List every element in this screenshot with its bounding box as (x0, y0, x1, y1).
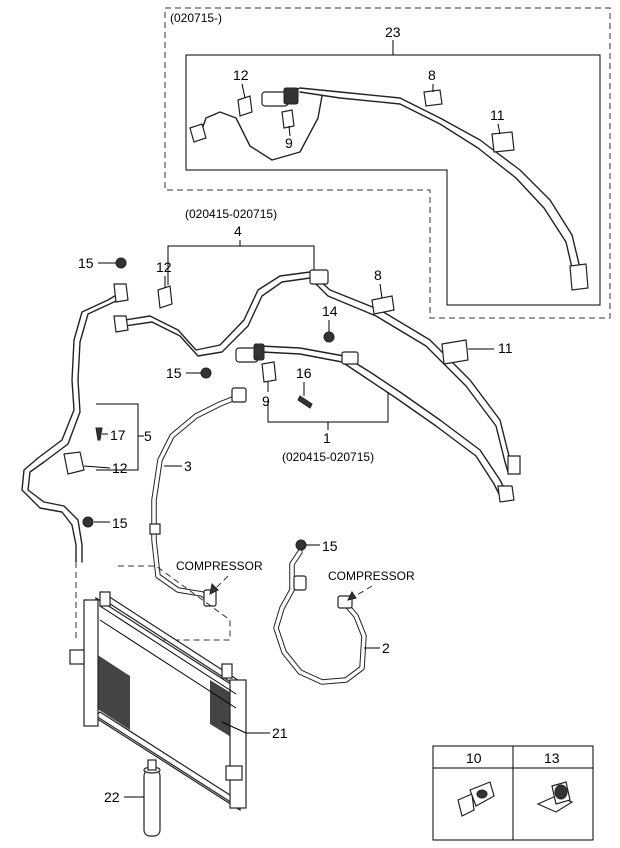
condenser-boundary-dash (118, 565, 231, 641)
variant-boundary-box (164, 7, 611, 319)
pipe-assembly-4 (21, 269, 521, 563)
leader-8-mid (379, 283, 383, 299)
callout-11-mid: 11 (498, 340, 513, 356)
leader-12-top (241, 83, 246, 99)
leader-21-b (221, 721, 247, 734)
callout-22: 22 (104, 789, 120, 805)
callout-23: 23 (385, 24, 401, 40)
hose-3 (149, 387, 247, 607)
compressor-label-right: COMPRESSOR (328, 569, 415, 583)
compressor-arrowhead-left (209, 582, 219, 595)
callout-11-top: 11 (490, 107, 505, 123)
callout-2: 2 (382, 640, 390, 656)
callout-8-mid: 8 (374, 267, 382, 283)
variant-label-group-4: (020415-020715) (185, 207, 277, 221)
clip-8-mid (371, 295, 395, 315)
condenser (69, 591, 247, 812)
callout-17: 17 (110, 427, 126, 443)
compressor-label-left: COMPRESSOR (176, 559, 263, 573)
callout-12-top: 12 (233, 67, 249, 83)
bracket-9-mid (261, 361, 277, 383)
nut-15-d (295, 539, 307, 551)
variant-label-top: (020715-) (170, 11, 222, 25)
callout-15-d: 15 (322, 538, 338, 554)
clip-10-part (457, 781, 495, 817)
callout-21: 21 (272, 725, 288, 741)
callout-16: 16 (296, 365, 312, 381)
callout-15-a: 15 (78, 255, 94, 271)
leader-12-low (83, 465, 111, 469)
compressor-arrowhead-right (347, 591, 357, 601)
hose-2 (273, 549, 367, 685)
callout-14: 14 (322, 303, 338, 319)
clip-11-mid (441, 339, 469, 365)
legend-header-10: 10 (466, 750, 482, 766)
pipe-assembly-23 (189, 87, 589, 291)
compressor-arrow-right (351, 585, 373, 599)
bracket-1 (267, 392, 389, 423)
bolt-16 (297, 395, 313, 409)
callout-12-mid: 12 (156, 259, 172, 275)
receiver-drier-22 (143, 759, 161, 837)
nut-15-a (115, 257, 127, 269)
variant-label-group-1: (020415-020715) (282, 450, 374, 464)
nut-14 (323, 331, 335, 343)
callout-5: 5 (144, 428, 152, 444)
clip-12-low (63, 451, 85, 475)
bracket-4 (167, 245, 315, 285)
assembly-23-box (185, 54, 601, 306)
bracket-5 (96, 403, 139, 471)
clip-13-part (536, 781, 574, 813)
legend-header-13: 13 (544, 750, 560, 766)
pipe-assembly-1 (235, 343, 515, 503)
compressor-arrow-left (211, 575, 229, 593)
callout-3: 3 (184, 458, 192, 474)
callout-15-c: 15 (112, 515, 128, 531)
screw-17 (95, 427, 103, 441)
callout-8-top: 8 (428, 67, 436, 83)
leader-11-top (497, 123, 501, 135)
callout-9-top: 9 (285, 135, 293, 151)
callout-9-mid: 9 (262, 393, 270, 409)
callout-12-low: 12 (112, 460, 128, 476)
callout-15-b: 15 (166, 365, 182, 381)
callout-4: 4 (234, 223, 242, 239)
callout-1: 1 (323, 430, 331, 446)
leader-9-top (288, 125, 291, 137)
nut-15-c (82, 516, 94, 528)
nut-15-b (200, 367, 212, 379)
